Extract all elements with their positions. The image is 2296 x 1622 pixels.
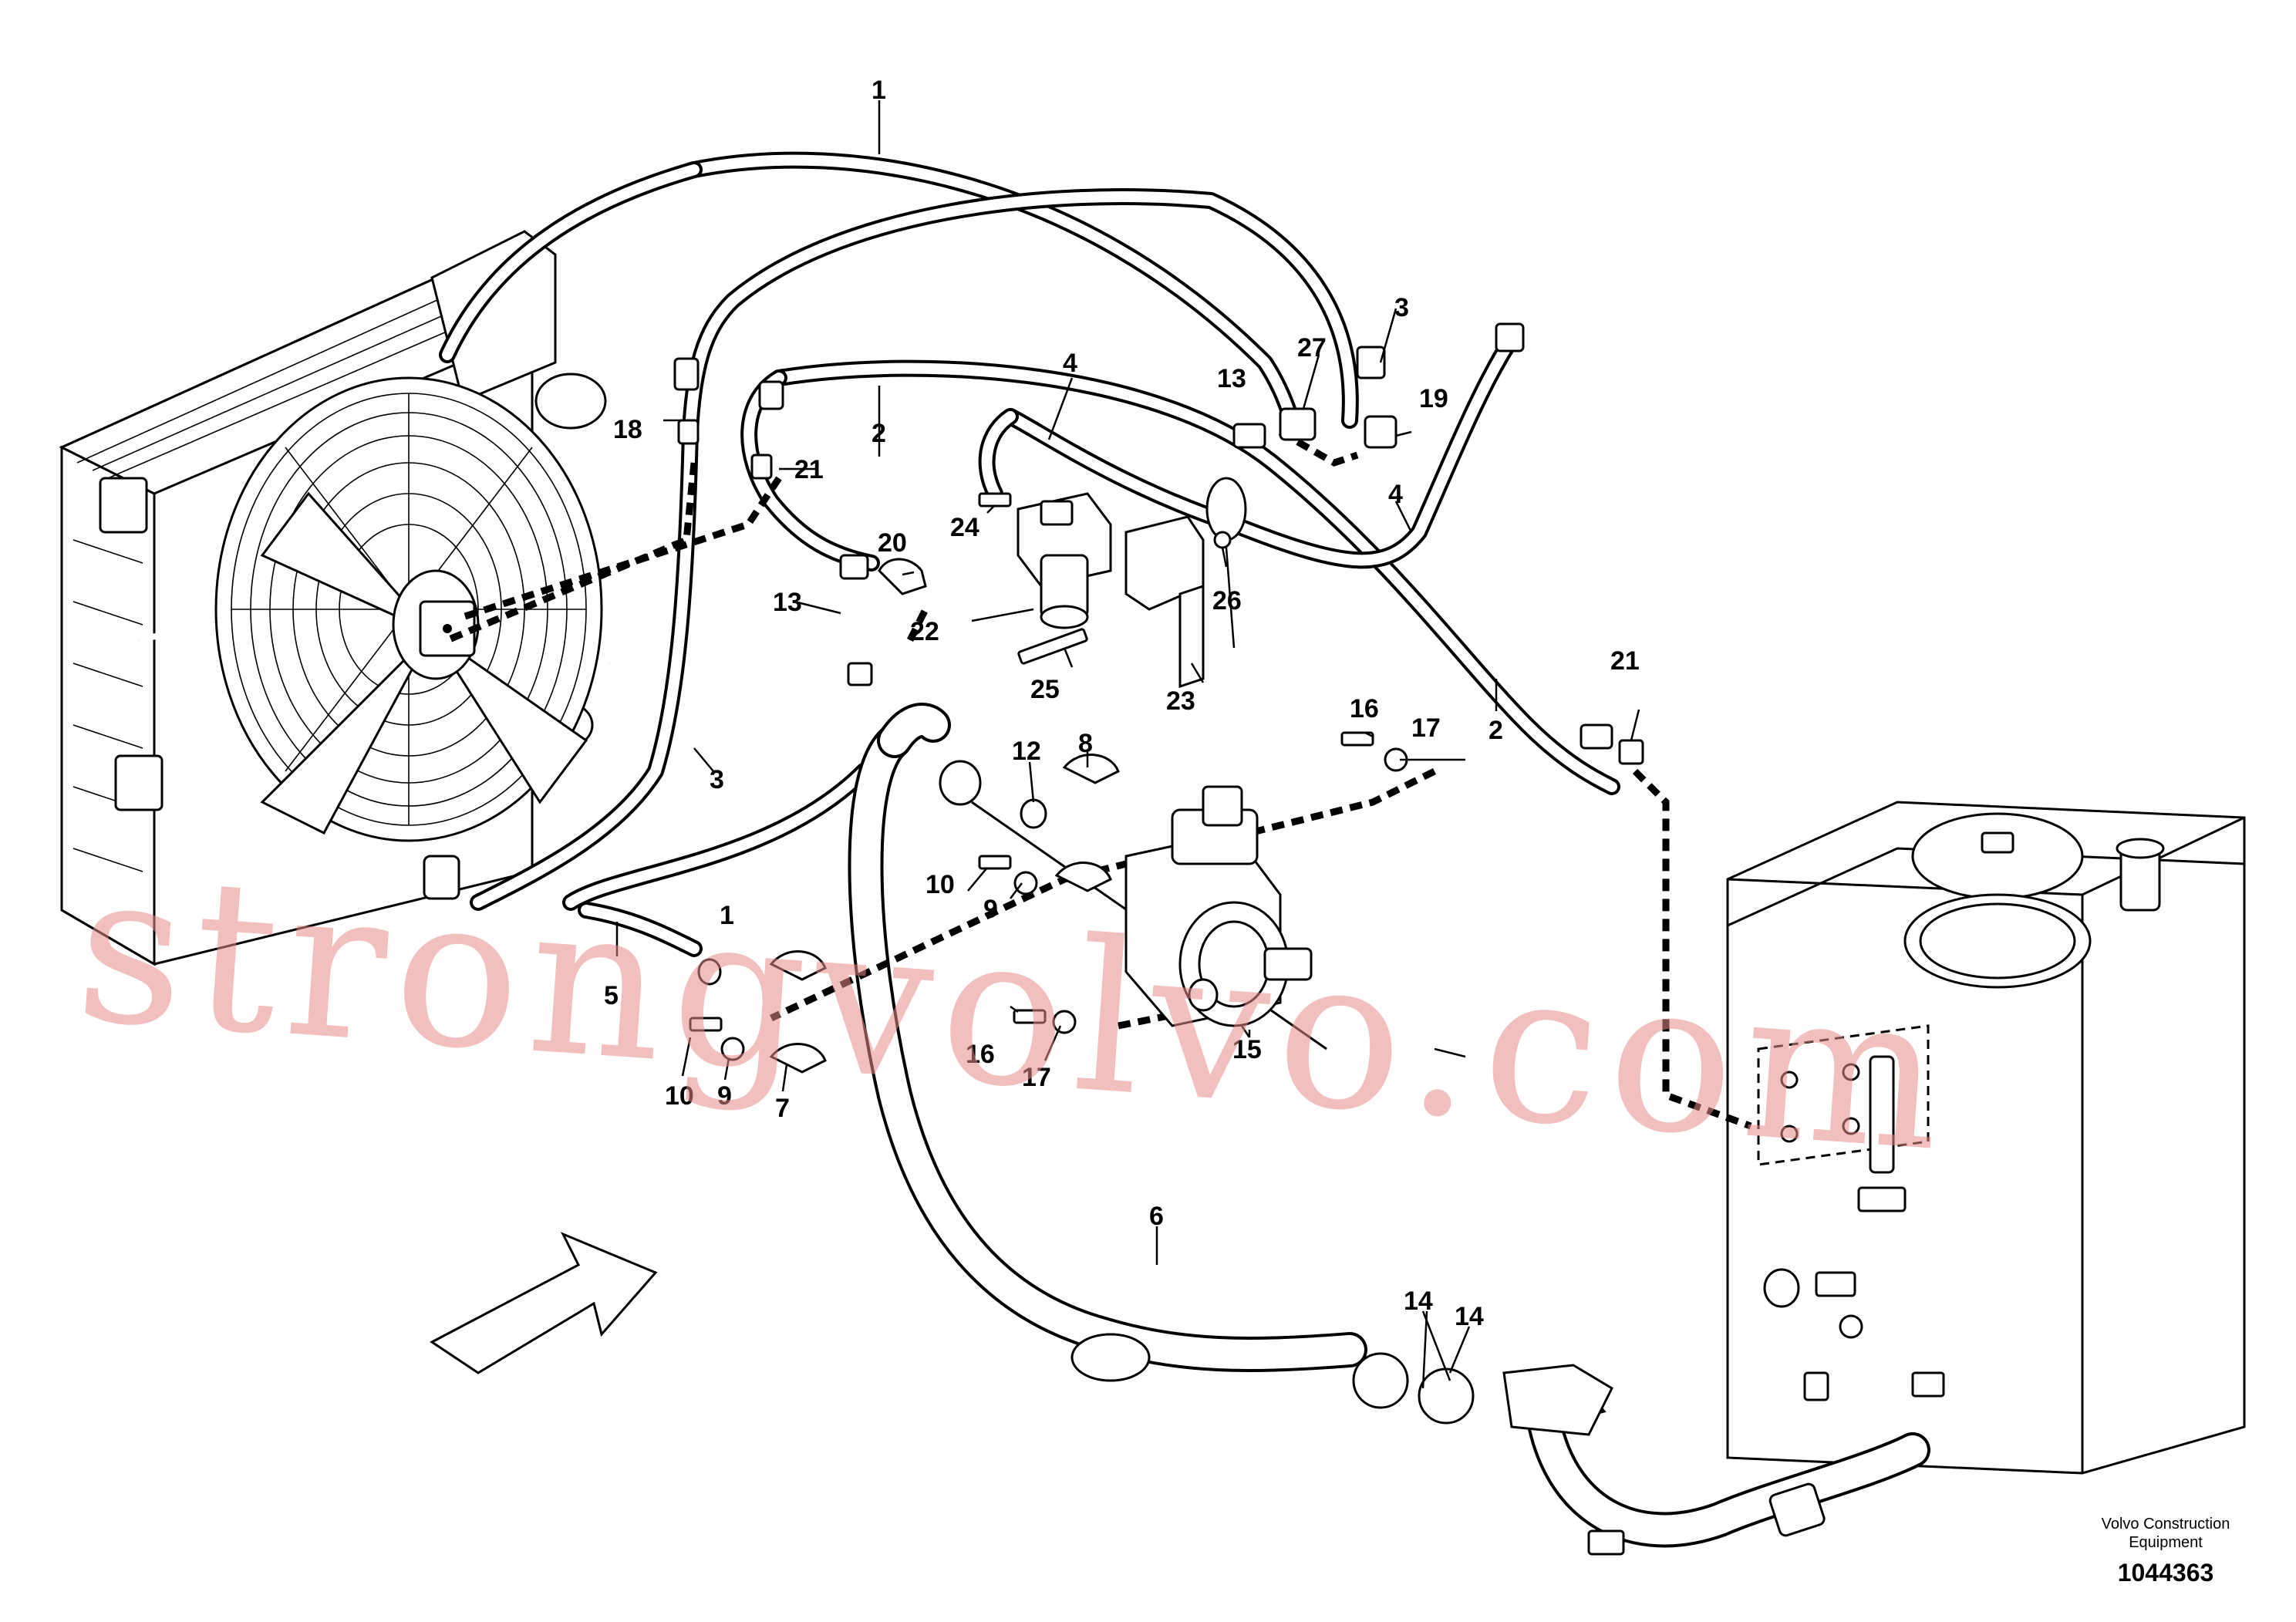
callout-17-b: 17 bbox=[1022, 1063, 1051, 1092]
direction-arrow bbox=[430, 1232, 658, 1374]
hose-4 bbox=[978, 331, 1520, 569]
hydraulic-pump bbox=[971, 785, 1327, 1050]
callout-9-a: 9 bbox=[983, 895, 998, 924]
callout-26: 26 bbox=[1212, 586, 1242, 615]
callout-17-a: 17 bbox=[1411, 713, 1441, 743]
callout-14-b: 14 bbox=[1455, 1302, 1484, 1331]
callout-4-b: 4 bbox=[1388, 480, 1403, 509]
brand-line-1: Volvo Construction bbox=[2102, 1516, 2230, 1533]
hose-5 bbox=[578, 902, 703, 957]
callout-12: 12 bbox=[1012, 737, 1041, 766]
callout-15: 15 bbox=[1232, 1035, 1262, 1064]
callout-6: 6 bbox=[1149, 1202, 1164, 1231]
callout-18: 18 bbox=[613, 415, 642, 444]
callout-22: 22 bbox=[910, 617, 939, 646]
footer-block: Volvo Construction Equipment 1044363 bbox=[2102, 1516, 2230, 1587]
callout-4-a: 4 bbox=[1063, 349, 1077, 378]
callout-25: 25 bbox=[1030, 675, 1060, 704]
callout-20: 20 bbox=[878, 528, 907, 558]
callout-14-a: 14 bbox=[1404, 1286, 1433, 1316]
hose-clamp bbox=[1205, 477, 1247, 549]
callout-16-b: 16 bbox=[966, 1040, 995, 1069]
callout-8: 8 bbox=[1078, 729, 1093, 758]
hydraulic-tank bbox=[1726, 801, 2246, 1475]
callout-2-b: 2 bbox=[1489, 716, 1503, 745]
hose-6 bbox=[848, 703, 1367, 1372]
brand-line-2: Equipment bbox=[2129, 1534, 2203, 1551]
callout-27: 27 bbox=[1297, 333, 1327, 363]
hose-1 bbox=[439, 151, 1300, 911]
callout-23: 23 bbox=[1166, 686, 1195, 716]
hose-3 bbox=[470, 188, 1359, 911]
callout-1-mid: 1 bbox=[720, 901, 734, 930]
callout-labels: 1 1 2 2 3 3 4 4 5 6 7 8 9 9 10 10 12 13 … bbox=[604, 76, 1640, 1331]
callout-24: 24 bbox=[950, 513, 979, 542]
callout-2-a: 2 bbox=[872, 419, 886, 448]
callout-7: 7 bbox=[775, 1094, 790, 1123]
callout-21-b: 21 bbox=[1610, 646, 1640, 676]
cooling-fan bbox=[214, 376, 603, 842]
leader-lines bbox=[615, 100, 1640, 1389]
callout-1-top: 1 bbox=[872, 76, 886, 105]
callout-10-b: 10 bbox=[665, 1081, 694, 1111]
hose-2 bbox=[740, 359, 1620, 795]
callout-21-a: 21 bbox=[794, 455, 824, 484]
callout-13-a: 13 bbox=[1217, 364, 1246, 393]
bracket bbox=[1124, 515, 1205, 689]
valve-block bbox=[1017, 492, 1112, 629]
callout-9-b: 9 bbox=[717, 1081, 732, 1111]
callout-16-a: 16 bbox=[1350, 694, 1379, 723]
fittings bbox=[423, 322, 1644, 1436]
callout-10-a: 10 bbox=[925, 870, 955, 899]
callout-13-b: 13 bbox=[773, 588, 802, 617]
callout-3-b: 3 bbox=[710, 765, 724, 794]
callout-19: 19 bbox=[1419, 384, 1448, 413]
callout-3-a: 3 bbox=[1394, 293, 1409, 322]
callout-5: 5 bbox=[604, 981, 619, 1010]
document-number: 1044363 bbox=[2118, 1559, 2214, 1587]
